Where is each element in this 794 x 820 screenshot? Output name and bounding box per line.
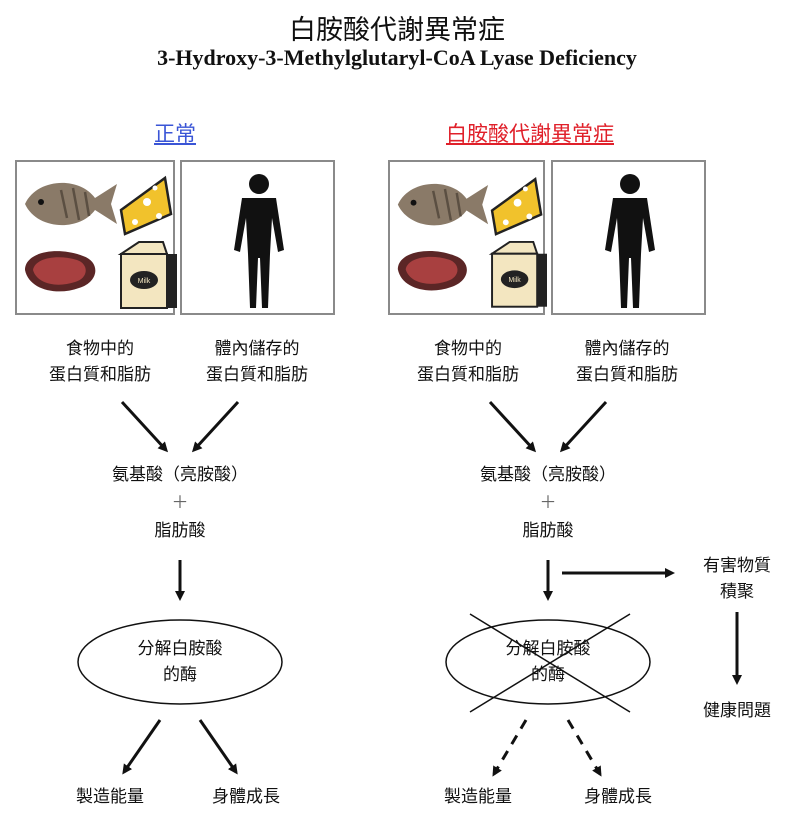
- milk-carton-icon: Milk: [117, 241, 177, 309]
- cheese-icon: [119, 175, 173, 236]
- page-subtitle: 3-Hydroxy-3-Methylglutaryl-CoA Lyase Def…: [157, 45, 637, 70]
- arrow: [488, 400, 537, 453]
- food-label-line: 蛋白質和脂肪: [49, 365, 151, 385]
- human-silhouette-icon: [605, 174, 655, 308]
- body-label-line: 蛋白質和脂肪: [206, 365, 308, 385]
- arrow: [122, 719, 162, 775]
- growth-label: 身體成長: [212, 787, 280, 807]
- normal-heading: 正常: [154, 122, 196, 146]
- enzyme-label-line: 分解白胺酸: [505, 639, 591, 659]
- harmful-label-line: 有害物質: [703, 556, 771, 576]
- energy-label: 製造能量: [444, 787, 512, 807]
- disease-body-panel: [551, 160, 706, 315]
- enzyme-ellipse: [77, 619, 283, 705]
- fatty-acid-label: 脂肪酸: [522, 521, 574, 541]
- plus-sign: ＋: [539, 493, 557, 513]
- amino-acid-label: 氨基酸（亮胺酸）: [112, 465, 248, 485]
- steak-icon: [397, 250, 467, 291]
- food-label: 食物中的 蛋白質和脂肪: [25, 336, 175, 388]
- fish-icon: [397, 183, 489, 226]
- disease-heading: 白胺酸代謝異常症: [446, 122, 614, 146]
- harmful-accumulation-label: 有害物質 積聚: [682, 553, 792, 605]
- food-label: 食物中的 蛋白質和脂肪: [393, 336, 543, 388]
- milk-text: Milk: [138, 278, 151, 285]
- cross-line: [469, 613, 631, 713]
- plus-sign: ＋: [171, 493, 189, 513]
- dashed-arrow: [492, 719, 528, 777]
- arrow: [198, 719, 238, 775]
- milk-carton-icon: Milk: [488, 240, 547, 308]
- body-label: 體內儲存的 蛋白質和脂肪: [552, 336, 702, 388]
- body-label-line: 蛋白質和脂肪: [576, 365, 678, 385]
- food-label-line: 蛋白質和脂肪: [417, 365, 519, 385]
- energy-label: 製造能量: [76, 787, 144, 807]
- enzyme-label: 分解白胺酸 的酶: [80, 636, 280, 688]
- enzyme-ellipse: [445, 619, 651, 705]
- milk-text: Milk: [509, 277, 522, 284]
- amino-acid-label: 氨基酸（亮胺酸）: [480, 465, 616, 485]
- normal-body-panel: [180, 160, 335, 315]
- fatty-acid-label: 脂肪酸: [154, 521, 206, 541]
- enzyme-label: 分解白胺酸 的酶: [448, 636, 648, 688]
- health-problems-label: 健康問題: [703, 701, 771, 721]
- arrow: [120, 400, 169, 453]
- cheese-icon: [490, 176, 543, 236]
- enzyme-label-line: 的酶: [531, 665, 565, 685]
- human-silhouette-icon: [234, 174, 284, 308]
- enzyme-label-line: 的酶: [163, 665, 197, 685]
- page-title: 白胺酸代謝異常症: [289, 15, 505, 46]
- disease-food-panel: Milk: [388, 160, 547, 315]
- fish-icon: [25, 182, 117, 226]
- body-label: 體內儲存的 蛋白質和脂肪: [182, 336, 332, 388]
- body-label-line: 體內儲存的: [214, 339, 300, 359]
- enzyme-label-line: 分解白胺酸: [137, 639, 223, 659]
- growth-label: 身體成長: [584, 787, 652, 807]
- arrow: [559, 400, 608, 453]
- dashed-arrow: [566, 719, 602, 777]
- normal-food-panel: Milk: [15, 160, 177, 315]
- steak-icon: [25, 251, 96, 292]
- food-label-line: 食物中的: [66, 339, 134, 359]
- arrow: [191, 400, 240, 453]
- food-label-line: 食物中的: [434, 339, 502, 359]
- body-label-line: 體內儲存的: [584, 339, 670, 359]
- harmful-label-line: 積聚: [720, 582, 754, 602]
